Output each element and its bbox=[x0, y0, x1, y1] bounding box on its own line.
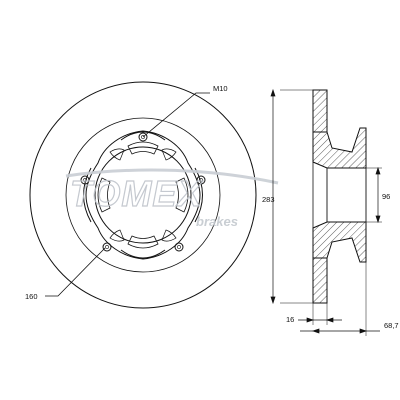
disc-section bbox=[312, 257, 328, 304]
hub-pocket bbox=[161, 148, 177, 161]
hub-pocket bbox=[161, 229, 177, 242]
label-96: 96 bbox=[382, 192, 390, 201]
leader-160 bbox=[45, 247, 106, 297]
watermark-brand: TOMEX bbox=[70, 173, 203, 214]
hub-pocket bbox=[109, 229, 125, 242]
bolt-hole bbox=[174, 242, 184, 252]
dimensions bbox=[270, 88, 382, 336]
disc-friction-inner-edge bbox=[65, 117, 221, 273]
hub-recess bbox=[175, 177, 189, 213]
label-68-7: 68,7 bbox=[384, 321, 399, 330]
hub-flange-outline bbox=[85, 130, 201, 260]
hub-recess bbox=[127, 141, 159, 155]
label-m10: M10 bbox=[213, 84, 228, 93]
hub-lobe bbox=[120, 131, 166, 141]
watermark-swoosh bbox=[65, 168, 279, 185]
hub-section bbox=[312, 127, 367, 169]
label-16: 16 bbox=[286, 315, 294, 324]
disc-section bbox=[312, 89, 328, 133]
label-283: 283 bbox=[262, 195, 275, 204]
watermark-sub: brakes bbox=[196, 214, 238, 229]
bolt-hole bbox=[138, 132, 148, 142]
bolt-hole bbox=[80, 175, 90, 185]
bolt-hole bbox=[102, 242, 112, 252]
watermark-logo: TOMEX brakes bbox=[65, 168, 279, 229]
hub-pocket bbox=[109, 148, 125, 161]
center-bore bbox=[94, 146, 192, 244]
hub-recess bbox=[127, 235, 159, 249]
disc-outer-edge bbox=[29, 81, 257, 309]
bolt-hole bbox=[196, 175, 206, 185]
front-view bbox=[29, 81, 257, 309]
leader-m10 bbox=[142, 92, 210, 138]
hub-lobe bbox=[120, 249, 166, 259]
hub-section bbox=[312, 221, 367, 263]
hub-recess bbox=[97, 177, 111, 213]
section-view bbox=[312, 89, 367, 304]
label-160: 160 bbox=[25, 292, 38, 301]
hub-bore-outline bbox=[326, 167, 367, 223]
